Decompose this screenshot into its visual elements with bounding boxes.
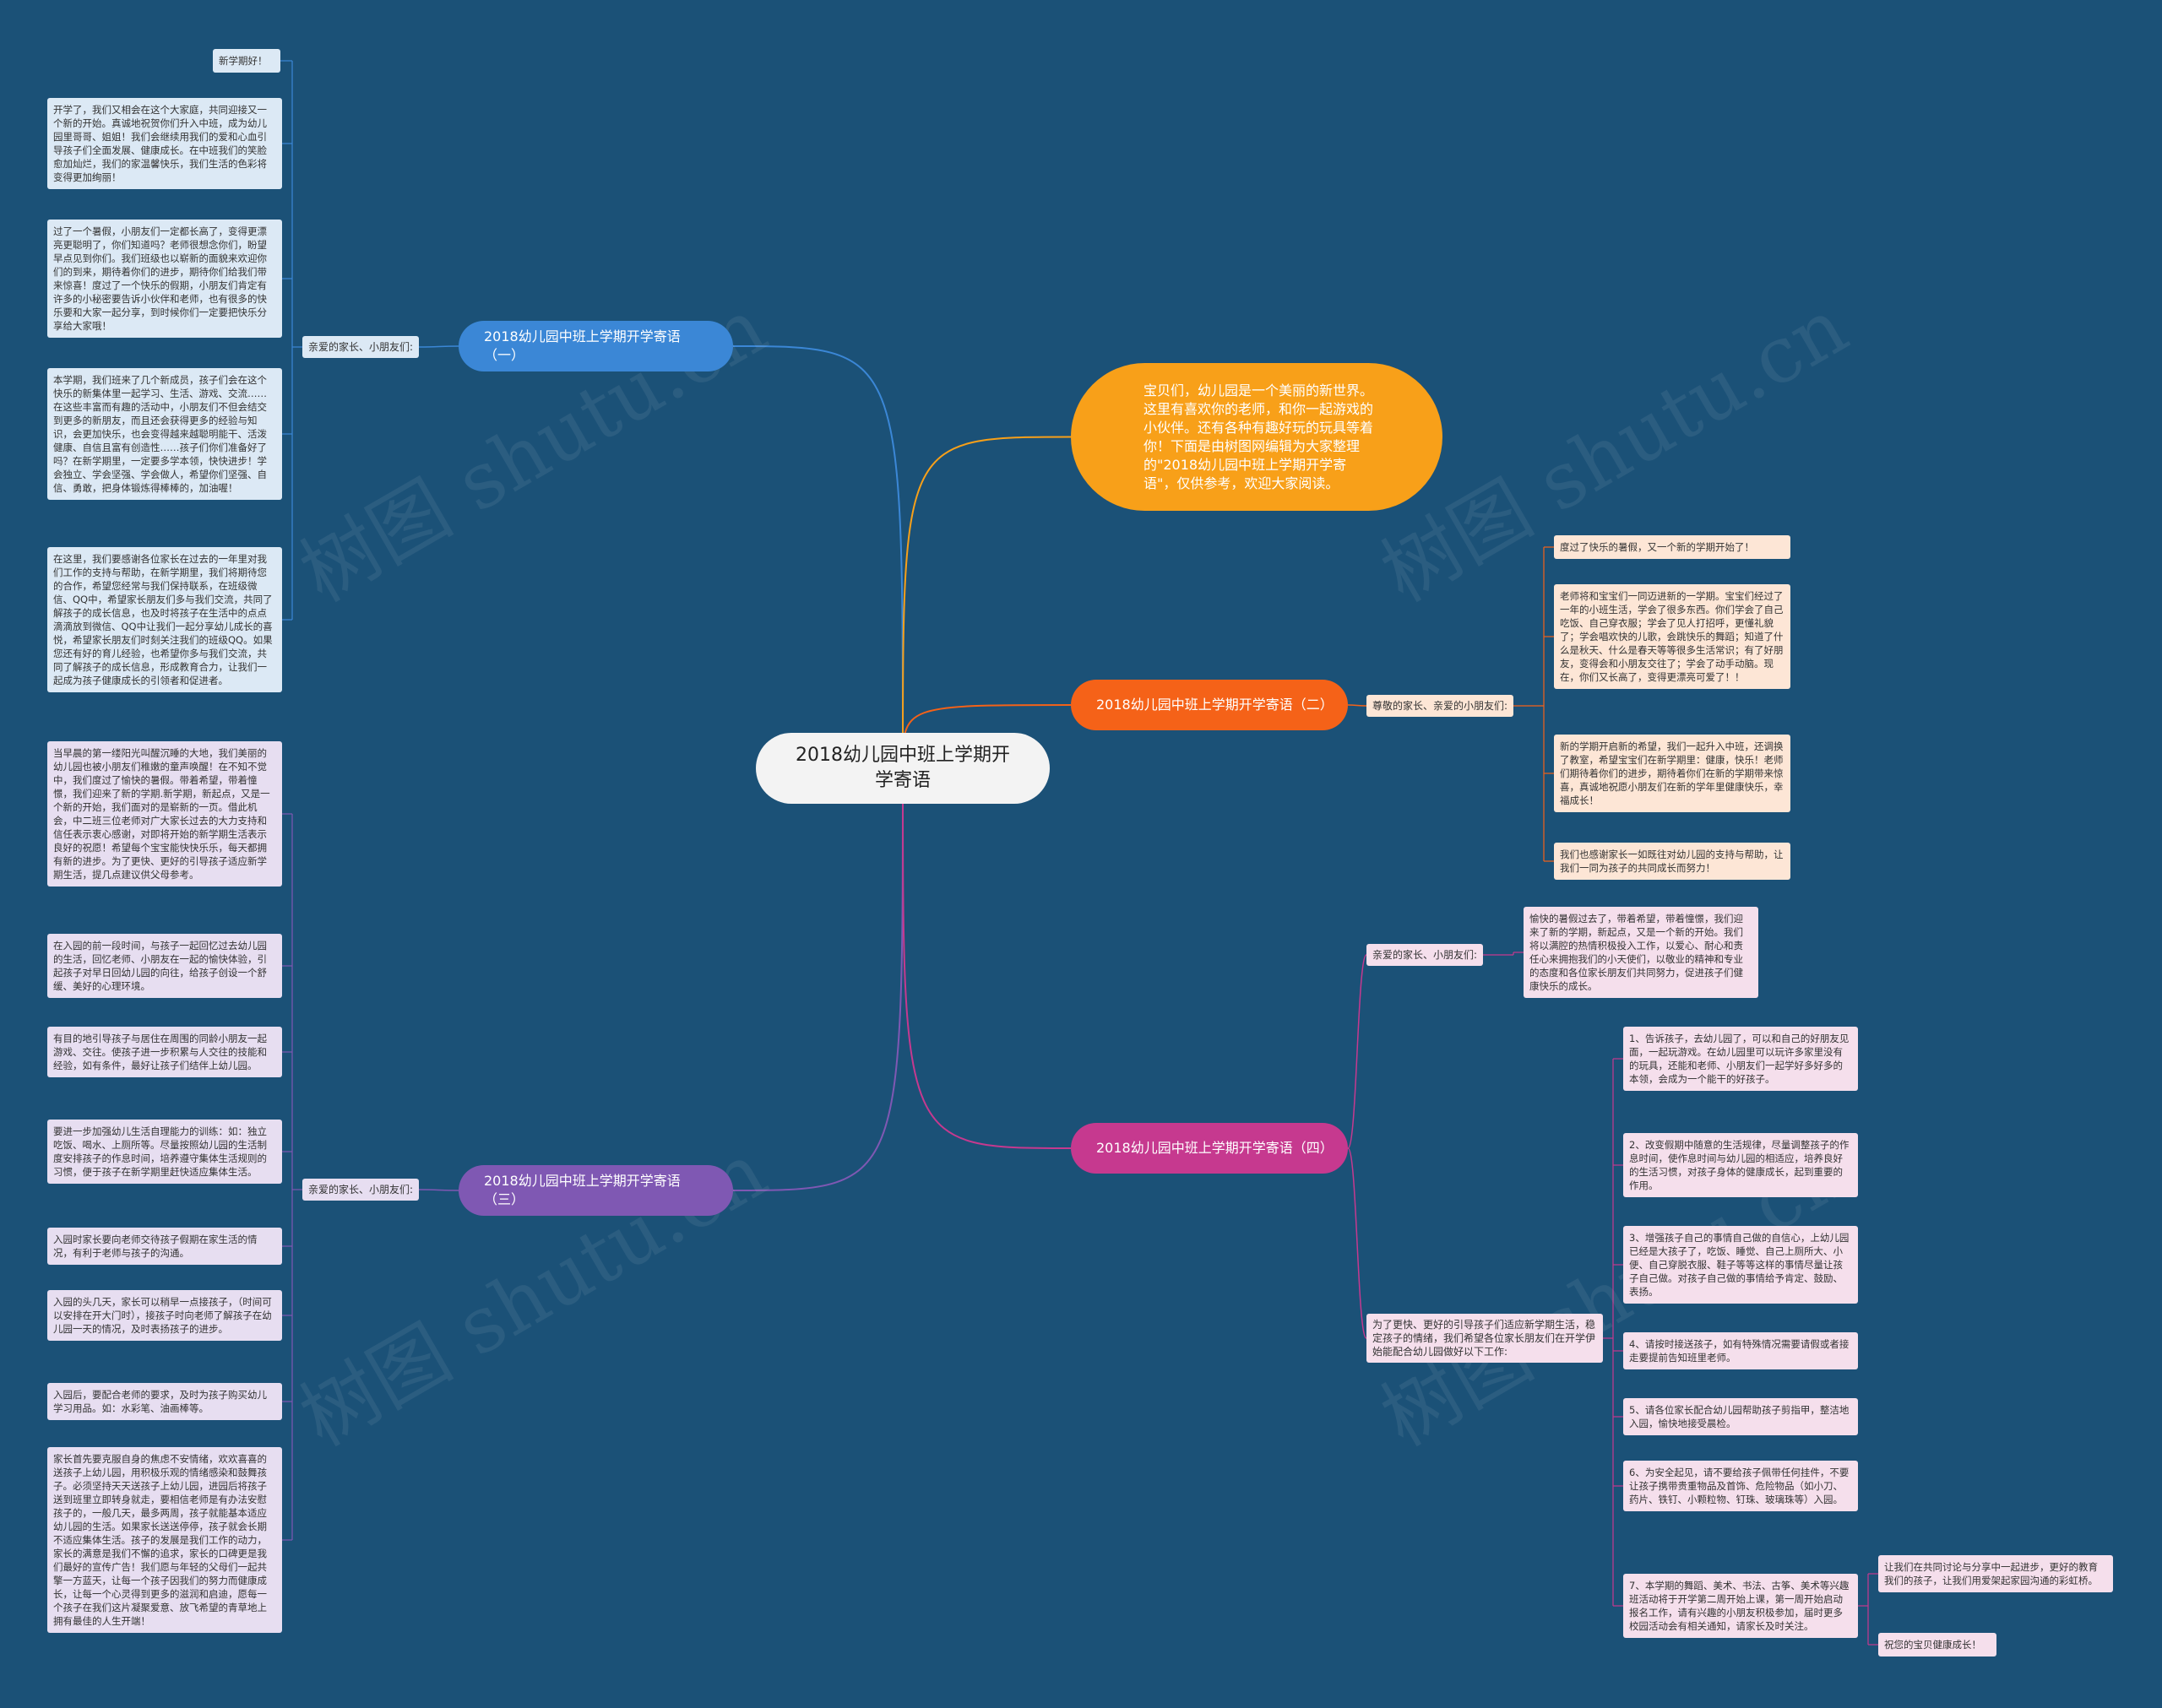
branch-1-label[interactable]: 亲爱的家长、小朋友们: — [302, 336, 420, 358]
branch-1-leaf[interactable]: 在这里，我们要感谢各位家长在过去的一年里对我们工作的支持与帮助，在新学期里，我们… — [47, 547, 282, 692]
branch-3-leaf[interactable]: 入园的头几天，家长可以稍早一点接孩子，（时间可以安排在开大门时），接孩子时向老师… — [47, 1290, 282, 1341]
branch-4-label-a[interactable]: 亲爱的家长、小朋友们: — [1366, 944, 1484, 966]
branch-3-leaf[interactable]: 当早晨的第一缕阳光叫醒沉睡的大地，我们美丽的幼儿园也被小朋友们稚嫩的童声唤醒！在… — [47, 741, 282, 887]
branch-2-leaf[interactable]: 我们也感谢家长一如既往对幼儿园的支持与帮助，让我们一同为孩子的共同成长而努力！ — [1554, 843, 1790, 880]
connector-line — [902, 436, 1072, 769]
connector-line — [902, 767, 1072, 1149]
branch-3-leaf[interactable]: 入园时家长要向老师交待孩子假期在家生活的情况，有利于老师与孩子的沟通。 — [47, 1228, 282, 1265]
branch-4-label-b[interactable]: 为了更快、更好的引导孩子们适应新学期生活，稳定孩子的情绪，我们希望各位家长朋友们… — [1366, 1314, 1603, 1363]
connector-line — [1347, 1147, 1367, 1339]
branch-4-item[interactable]: 7、本学期的舞蹈、美术、书法、古筝、美术等兴趣班活动将于开学第二周开始上课，第一… — [1623, 1574, 1858, 1638]
branch-4-item[interactable]: 1、告诉孩子，去幼儿园了，可以和自己的好朋友见面，一起玩游戏。在幼儿园里可以玩许… — [1623, 1027, 1858, 1091]
connector-line — [1347, 704, 1367, 707]
branch-4-item[interactable]: 6、为安全起见，请不要给孩子佩带任何挂件，不要让孩子携带贵重物品及首饰、危险物品… — [1623, 1461, 1858, 1511]
branch-3-leaf[interactable]: 在入园的前一段时间，与孩子一起回忆过去幼儿园的生活，回忆老师、小朋友在一起的愉快… — [47, 934, 282, 998]
branch-4-subleaf[interactable]: 祝您的宝贝健康成长！ — [1878, 1633, 1996, 1656]
connector-line — [732, 767, 904, 1191]
connector-line — [1347, 954, 1367, 1149]
branch-2-label[interactable]: 尊敬的家长、亲爱的小朋友们: — [1366, 695, 1514, 717]
branch-4-item[interactable]: 3、增强孩子自己的事情自己做的自信心，上幼儿园已经是大孩子了，吃饭、睡觉、自己上… — [1623, 1226, 1858, 1304]
branch-4-item[interactable]: 5、请各位家长配合幼儿园帮助孩子剪指甲，整洁地入园，愉快地接受晨检。 — [1623, 1398, 1858, 1435]
branch-1-leaf[interactable]: 本学期，我们班来了几个新成员，孩子们会在这个快乐的新集体里一起学习、生活、游戏、… — [47, 368, 282, 500]
connector-line — [418, 345, 459, 348]
branch-3-label[interactable]: 亲爱的家长、小朋友们: — [302, 1179, 420, 1201]
branch-2-topic[interactable]: 2018幼儿园中班上学期开学寄语（二） — [1071, 680, 1348, 730]
branch-1-leaf[interactable]: 新学期好！ — [213, 49, 280, 73]
branch-4-item[interactable]: 4、请按时接送孩子，如有特殊情况需要请假或者接走要提前告知班里老师。 — [1623, 1332, 1858, 1369]
branch-4-topic[interactable]: 2018幼儿园中班上学期开学寄语（四） — [1071, 1123, 1348, 1174]
connector-line — [732, 345, 904, 769]
branch-2-leaf[interactable]: 度过了快乐的暑假，又一个新的学期开始了！ — [1554, 535, 1790, 559]
branch-3-leaf[interactable]: 有目的地引导孩子与居住在周围的同龄小朋友一起游戏、交往。使孩子进一步积累与人交往… — [47, 1027, 282, 1077]
branch-3-leaf[interactable]: 入园后，要配合老师的要求，及时为孩子购买幼儿学习用品。如：水彩笔、油画棒等。 — [47, 1383, 282, 1420]
branch-4-leaf[interactable]: 愉快的暑假过去了，带着希望，带着憧憬，我们迎来了新的学期，新起点，又是一个新的开… — [1524, 907, 1758, 998]
branch-1-topic[interactable]: 2018幼儿园中班上学期开学寄语（一） — [459, 321, 733, 371]
branch-3-leaf[interactable]: 要进一步加强幼儿生活自理能力的训练：如：独立吃饭、喝水、上厕所等。尽量按照幼儿园… — [47, 1120, 282, 1184]
branch-1-leaf[interactable]: 开学了，我们又相会在这个大家庭，共同迎接又一个新的开始。真诚地祝贺你们升入中班，… — [47, 98, 282, 189]
branch-1-leaf[interactable]: 过了一个暑假，小朋友们一定都长高了，变得更漂亮更聪明了，你们知道吗？老师很想念你… — [47, 220, 282, 338]
root-topic[interactable]: 2018幼儿园中班上学期开学寄语 — [756, 733, 1050, 804]
branch-2-leaf[interactable]: 新的学期开启新的希望，我们一起升入中班，还调换了教室，希望宝宝们在新学期里：健康… — [1554, 735, 1790, 812]
branch-2-leaf[interactable]: 老师将和宝宝们一同迈进新的一学期。宝宝们经过了一年的小班生活，学会了很多东西。你… — [1554, 584, 1790, 689]
branch-4-item[interactable]: 2、改变假期中随意的生活规律，尽量调整孩子的作息时间，使作息时间与幼儿园的相适应… — [1623, 1133, 1858, 1197]
branch-3-leaf[interactable]: 家长首先要克服自身的焦虑不安情绪，欢欢喜喜的送孩子上幼儿园，用积极乐观的情绪感染… — [47, 1447, 282, 1633]
branch-4-subleaf[interactable]: 让我们在共同讨论与分享中一起进步，更好的教育我们的孩子，让我们用爱架起家园沟通的… — [1878, 1555, 2113, 1592]
branch-3-topic[interactable]: 2018幼儿园中班上学期开学寄语（三） — [459, 1165, 733, 1216]
intro-topic[interactable]: 宝贝们，幼儿园是一个美丽的新世界。这里有喜欢你的老师，和你一起游戏的小伙伴。还有… — [1071, 363, 1442, 511]
